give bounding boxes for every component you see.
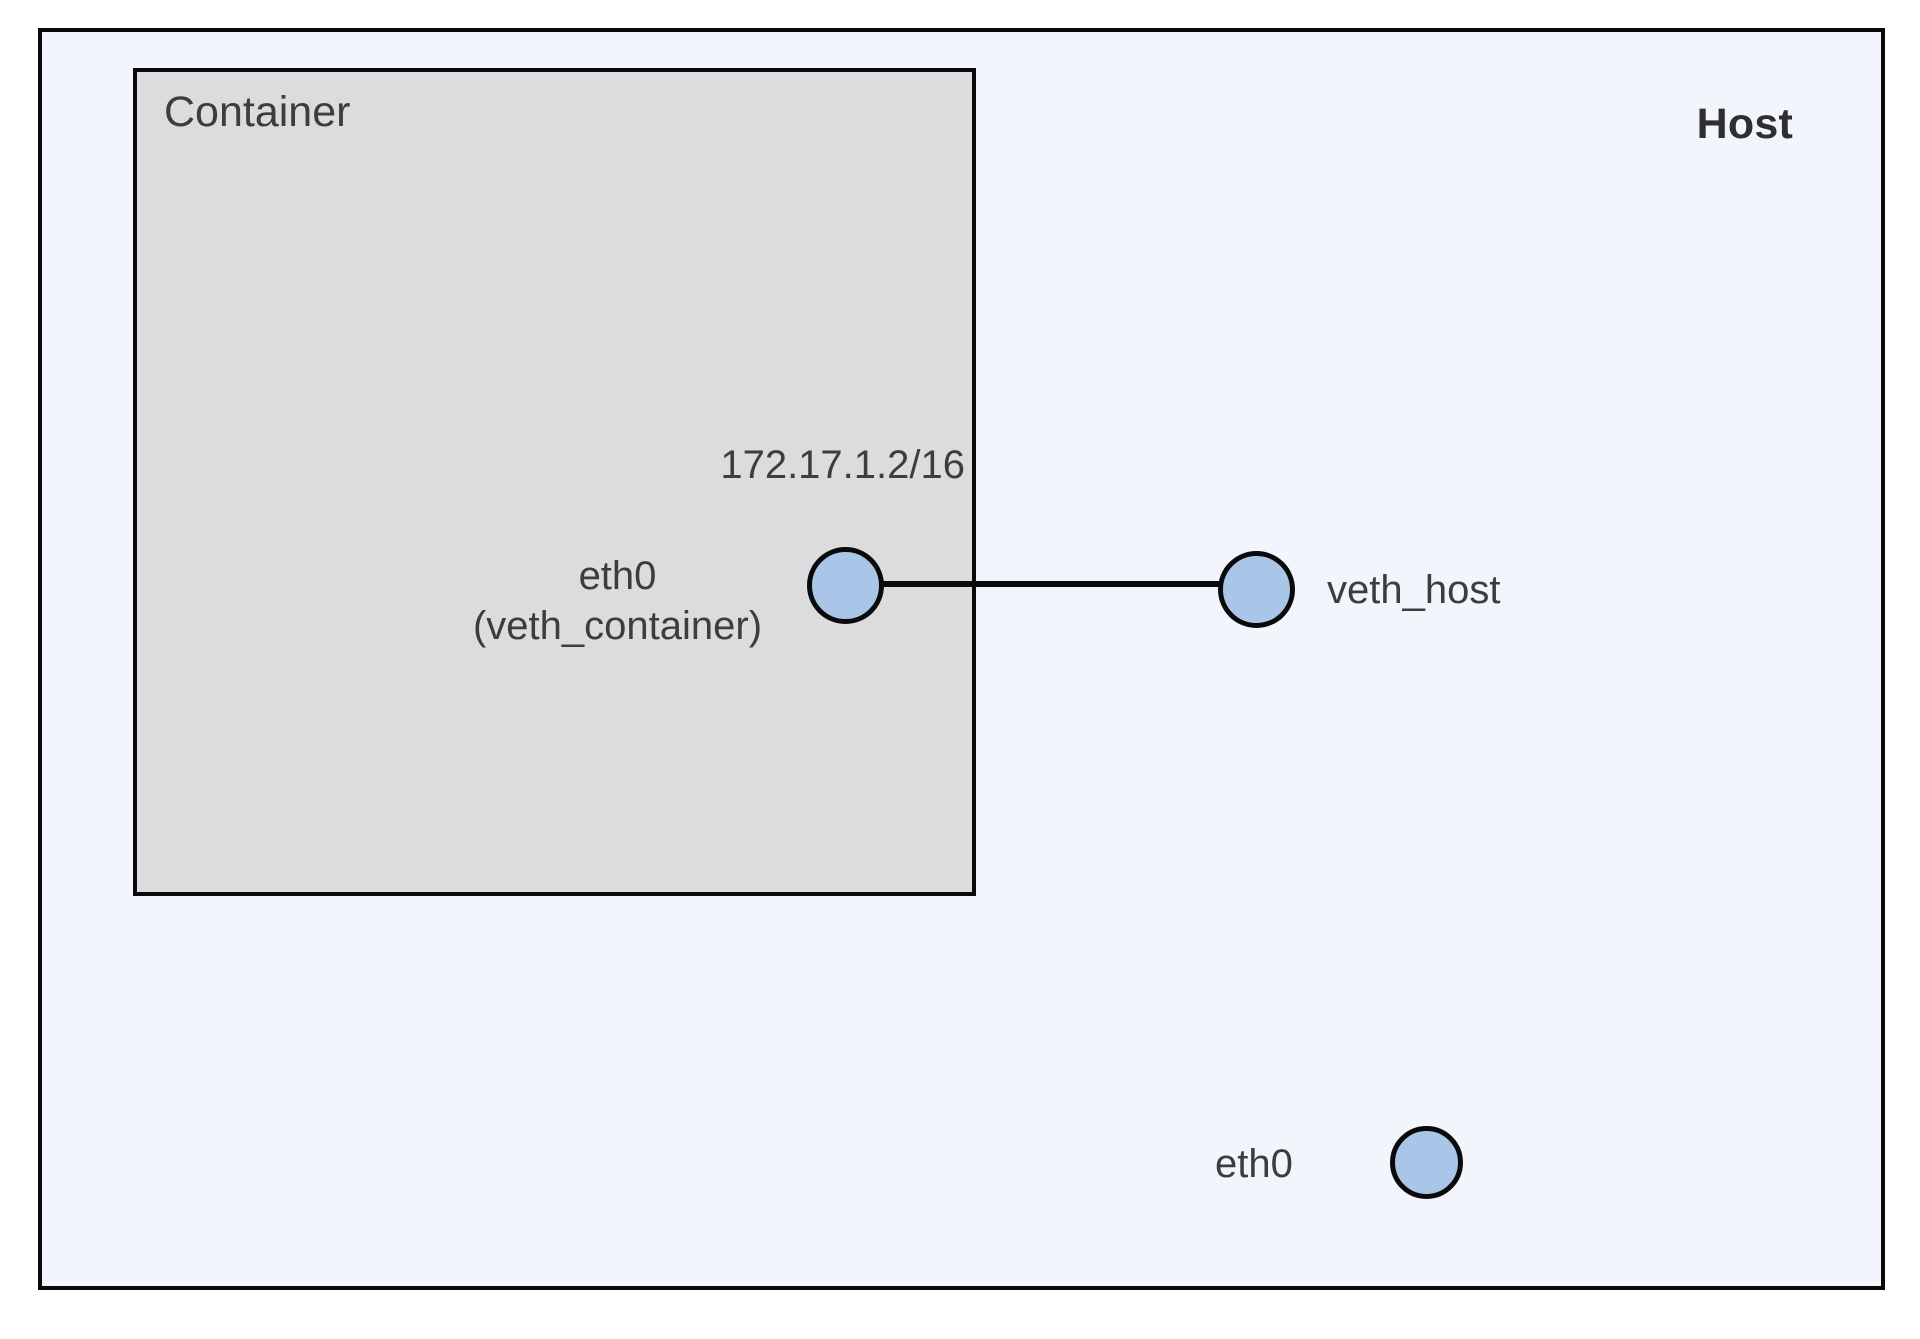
container-box [133,68,976,896]
container-ip-address-label: 172.17.1.2/16 [720,443,965,487]
node-eth0-container-label-line1: eth0 [578,554,657,598]
node-eth0-container-label: eth0 (veth_container) [440,551,795,651]
node-veth-host-icon[interactable] [1218,551,1295,628]
node-veth-host-label: veth_host [1327,568,1501,612]
container-label: Container [164,88,351,136]
veth-pair-link [872,581,1224,587]
host-label: Host [1696,100,1793,148]
node-eth0-container-label-line2: (veth_container) [472,604,763,648]
node-eth0-host-icon[interactable] [1390,1126,1463,1199]
node-eth0-host-label: eth0 [1215,1142,1293,1186]
node-eth0-container-icon[interactable] [807,547,884,624]
